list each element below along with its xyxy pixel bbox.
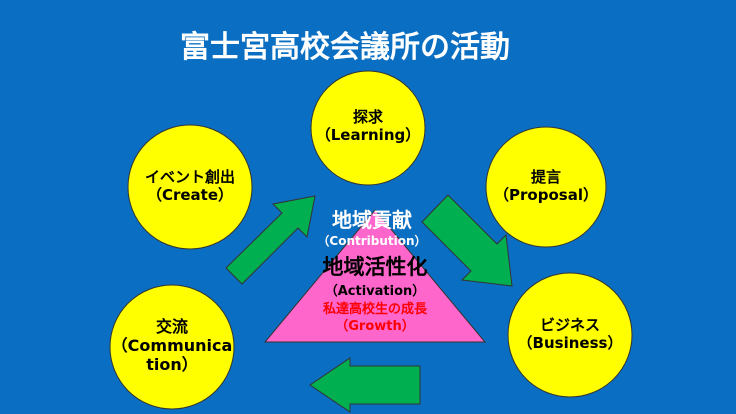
- circle-learning: [310, 70, 426, 186]
- circle-proposal: [485, 126, 607, 248]
- label-create: イベント創出（Create）: [144, 168, 236, 204]
- page-title: 富士宮高校会議所の活動: [180, 30, 510, 65]
- pyramid: [263, 209, 487, 343]
- growth-en: （Growth）: [335, 319, 415, 334]
- arrow-left: [309, 357, 421, 413]
- arrow-down-right: [421, 194, 513, 287]
- label-learning: 探求（Learning）: [315, 108, 421, 144]
- contribution-en: （Contribution）: [317, 234, 427, 248]
- circle-business: [507, 272, 633, 398]
- growth-jp: 私達高校生の成長: [322, 302, 428, 317]
- contribution-jp: 地域貢献: [332, 208, 412, 232]
- label-business: ビジネス（Business）: [517, 316, 623, 352]
- activation-jp: 地域活性化: [322, 255, 428, 279]
- circle-communication: [109, 284, 235, 410]
- label-proposal: 提言（Proposal）: [494, 168, 598, 204]
- arrow-up-right: [225, 195, 316, 285]
- circle-create: [127, 124, 253, 250]
- activation-en: （Activation）: [324, 284, 426, 299]
